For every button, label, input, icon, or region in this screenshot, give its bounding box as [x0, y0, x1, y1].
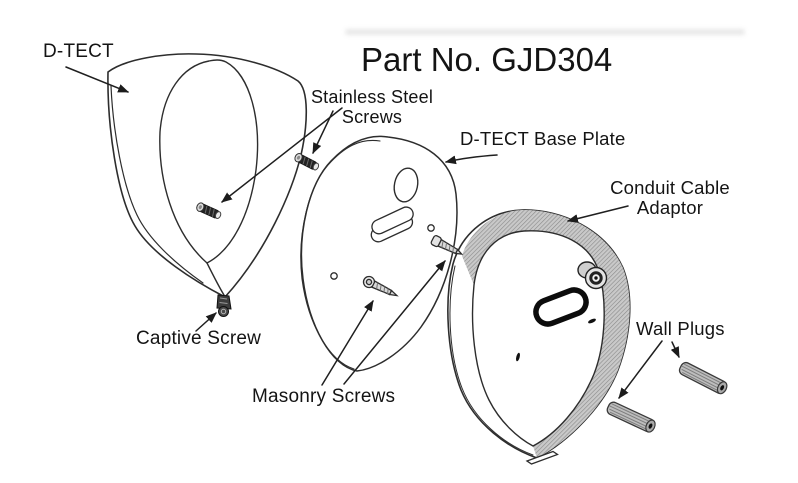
masonry-screw-on-plate: [362, 275, 399, 297]
cover-side-crease: [110, 85, 204, 284]
label-stainless-steel-screws: Stainless Steel Screws: [310, 87, 434, 127]
conduit-adaptor-drawing: [447, 209, 631, 465]
detector-cover-drawing: [107, 53, 308, 298]
label-base-plate: D-TECT Base Plate: [460, 128, 626, 149]
adaptor-left-double-line: [449, 265, 534, 456]
plate-screw-hole-right: [427, 224, 435, 232]
screw-slot-mark: [588, 318, 596, 324]
captive-screw-part: [216, 294, 232, 317]
arrow-to-masonry-screw-plate: [321, 300, 374, 386]
base-plate-drawing: [300, 135, 458, 372]
cover-front-face: [159, 59, 259, 264]
base-plate-outline: [300, 135, 458, 372]
diagram-title: Part No. GJD304: [361, 41, 613, 78]
screw-hole-mark: [516, 352, 520, 362]
wall-plug-lower: [606, 401, 656, 433]
label-d-tect-cover: D-TECT: [43, 41, 114, 62]
plate-screw-hole-left: [330, 272, 338, 280]
stainless-screw-inner: [196, 202, 222, 219]
wall-plug-upper: [678, 361, 728, 395]
plate-slot: [370, 206, 414, 243]
arrow-to-wall-plug-upper: [670, 341, 680, 358]
arrow-to-captive-screw: [195, 312, 217, 332]
stainless-screw-edge: [294, 152, 320, 171]
label-wall-plugs: Wall Plugs: [636, 318, 725, 339]
label-masonry-screws: Masonry Screws: [252, 386, 396, 407]
adaptor-bottom-tab: [525, 450, 559, 465]
arrow-to-wall-plug-lower: [618, 340, 663, 399]
label-conduit-cable-adaptor: Conduit Cable Adaptor: [610, 177, 730, 219]
arrow-to-base-plate: [444, 154, 498, 165]
leader-arrows: [65, 66, 680, 399]
arrow-to-masonry-screw-edge: [343, 260, 446, 385]
label-captive-screw: Captive Screw: [136, 328, 262, 349]
cable-grommet: [533, 287, 589, 327]
faint-artifact-strip: [345, 29, 745, 35]
conduit-knob: [577, 261, 608, 290]
masonry-screw-at-edge: [430, 235, 464, 255]
arrow-to-stainless-screw-inner: [221, 107, 343, 203]
arrow-to-conduit-adaptor: [566, 205, 629, 223]
cover-bottom-seam: [206, 262, 225, 296]
cable-entry-hole: [393, 167, 419, 203]
adaptor-rim-hatch: [462, 209, 630, 458]
arrow-to-cover: [65, 66, 130, 93]
base-plate-rim-line: [300, 139, 381, 370]
